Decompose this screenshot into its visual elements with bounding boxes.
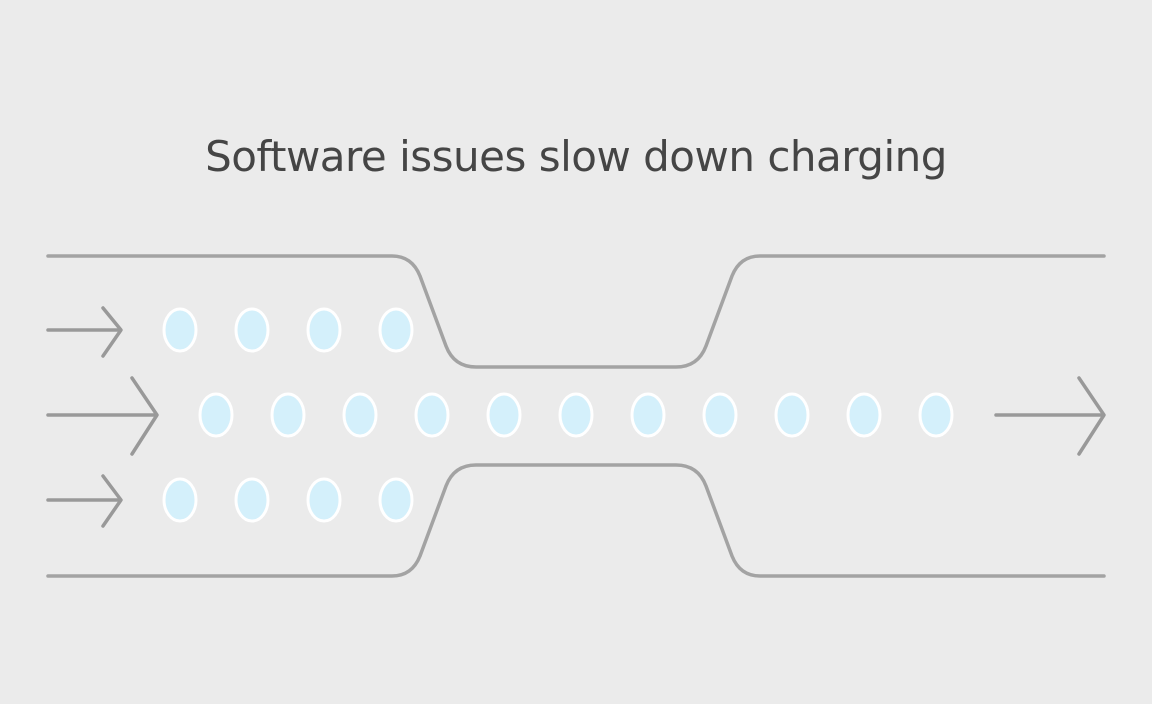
- particle-middle-lane: [270, 392, 306, 438]
- incoming-arrow-middle: [46, 376, 159, 456]
- arrow-bottom-head: [101, 474, 123, 528]
- particle-bottom-lane: [234, 477, 270, 523]
- arrow-out-head: [1077, 376, 1106, 456]
- arrow-middle-head: [130, 376, 159, 456]
- particle-top-lane: [306, 307, 342, 353]
- particle-middle-lane: [414, 392, 450, 438]
- pipe-upper-wall: [46, 254, 1106, 369]
- particle-bottom-lane: [162, 477, 198, 523]
- particle-top-lane: [162, 307, 198, 353]
- particle-middle-lane: [918, 392, 954, 438]
- diagram-title: Software issues slow down charging: [205, 132, 947, 181]
- incoming-arrow-bottom: [46, 474, 123, 528]
- flow-arrows: [46, 306, 1106, 528]
- particle-bottom-lane: [378, 477, 414, 523]
- pipe-walls: [46, 254, 1106, 578]
- incoming-arrow-top: [46, 306, 123, 358]
- particle-middle-lane: [774, 392, 810, 438]
- particle-middle-lane: [846, 392, 882, 438]
- pipe-lower-wall: [46, 463, 1106, 578]
- particle-middle-lane: [198, 392, 234, 438]
- particle-middle-lane: [342, 392, 378, 438]
- particle-middle-lane: [486, 392, 522, 438]
- particle-middle-lane: [558, 392, 594, 438]
- particle-bottom-lane: [306, 477, 342, 523]
- arrow-top-head: [101, 306, 123, 358]
- particle-middle-lane: [630, 392, 666, 438]
- particle-top-lane: [378, 307, 414, 353]
- outgoing-arrow: [994, 376, 1106, 456]
- charge-particles: [162, 307, 954, 523]
- particle-top-lane: [234, 307, 270, 353]
- particle-middle-lane: [702, 392, 738, 438]
